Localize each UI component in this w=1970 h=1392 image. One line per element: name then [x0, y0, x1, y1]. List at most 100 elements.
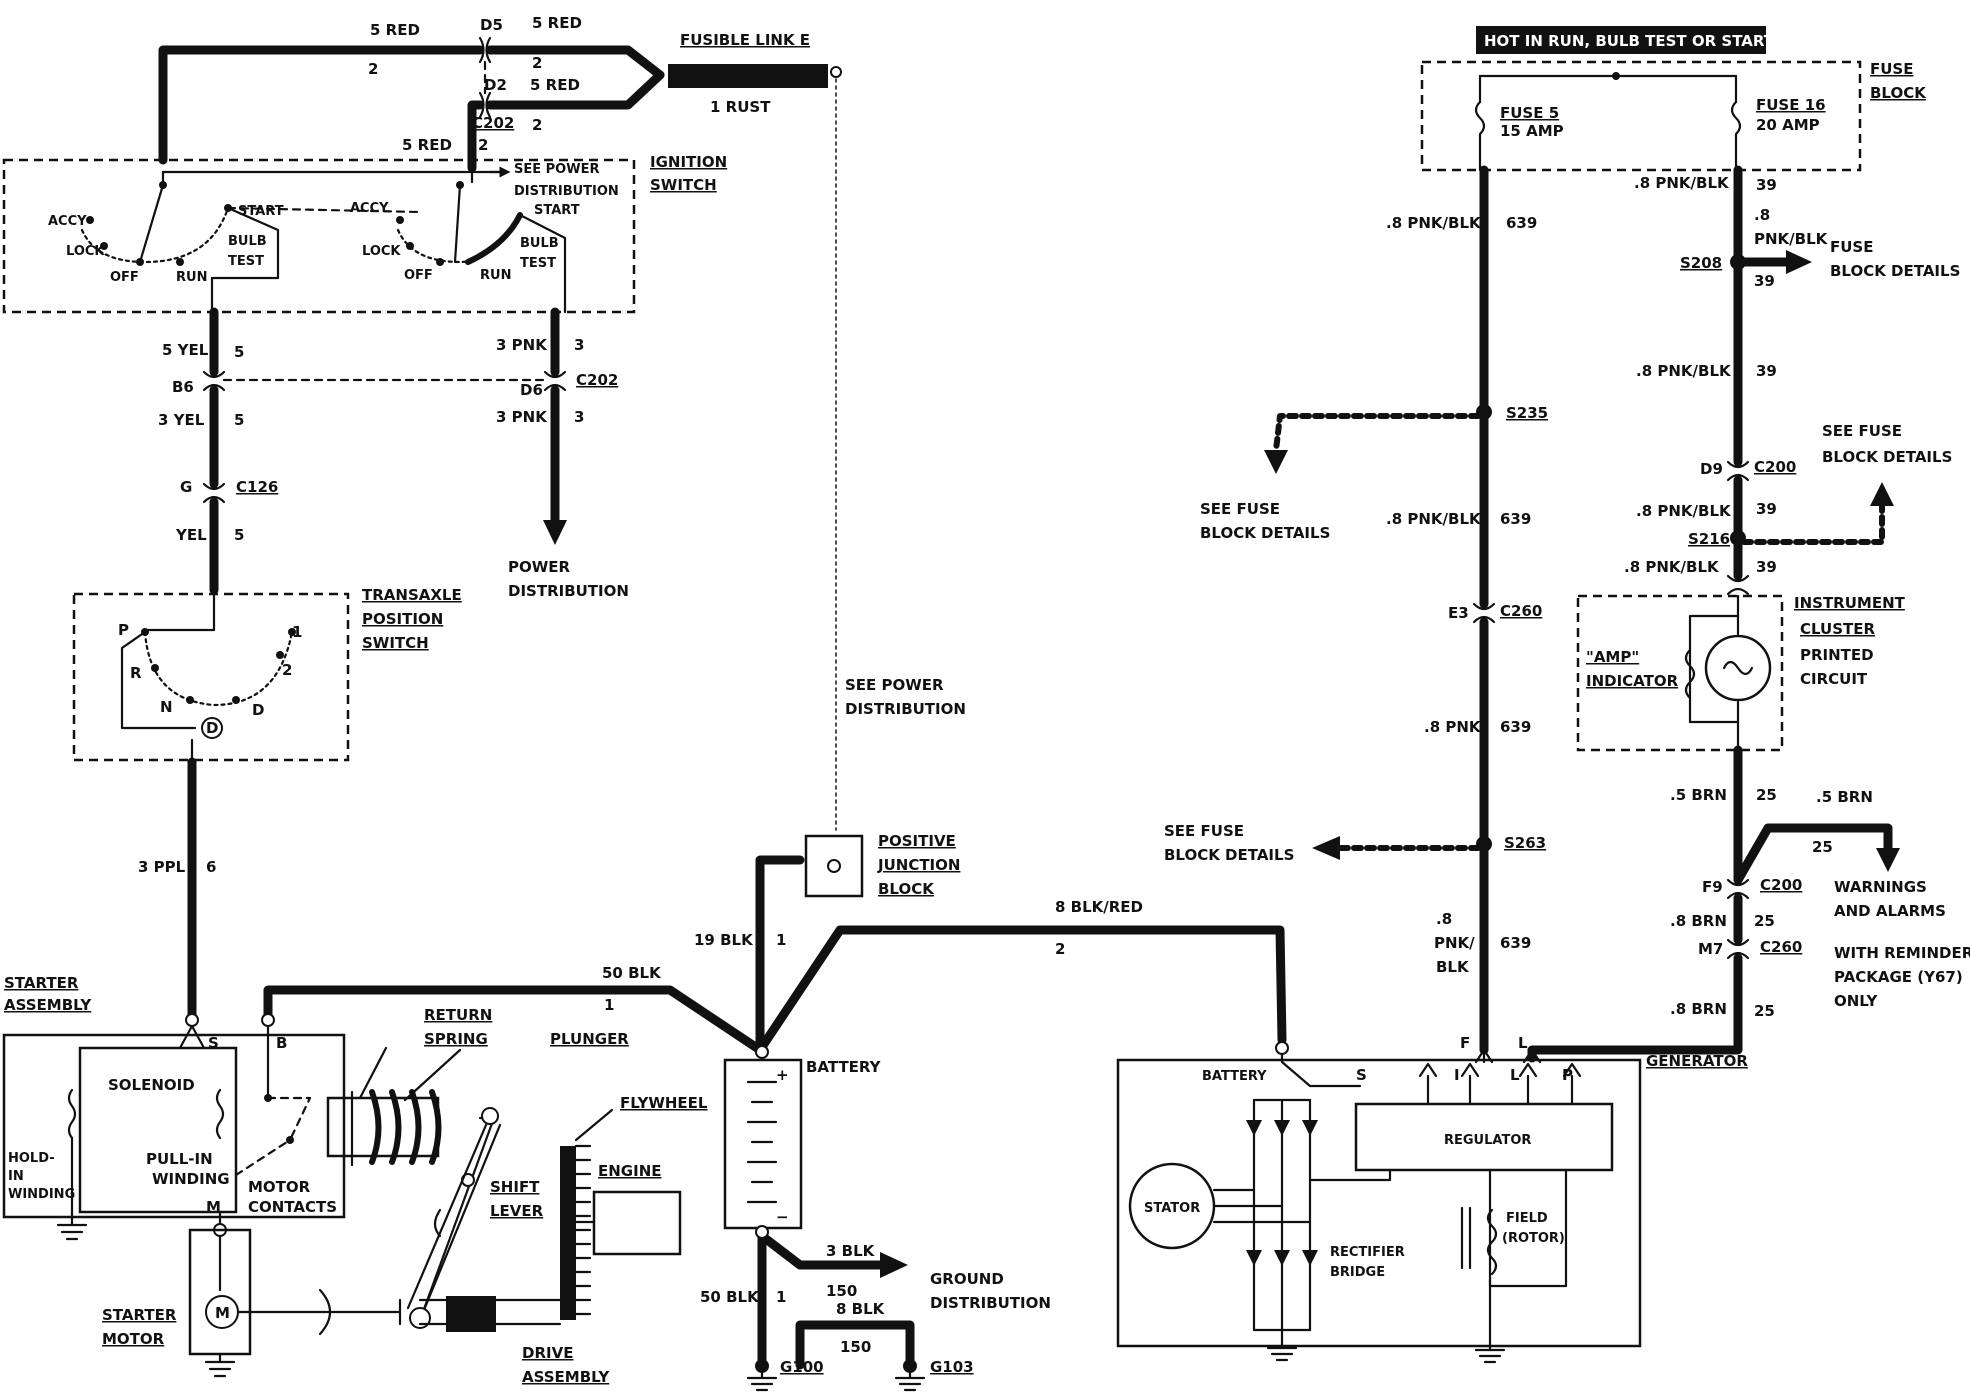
connector-label: F9: [1702, 878, 1723, 896]
gen-terminal: L: [1510, 1066, 1520, 1084]
wire-label: 25: [1812, 838, 1833, 856]
wire-label: .8 BRN: [1670, 1000, 1727, 1018]
wire-label: 5: [234, 343, 244, 361]
see-fuse-block-label: BLOCK DETAILS: [1200, 524, 1330, 542]
switch-position: BULB: [228, 234, 267, 249]
wire-label: 2: [532, 116, 542, 134]
wire-label: 2: [368, 60, 378, 78]
amp-indicator-label: "AMP": [1586, 648, 1639, 666]
switch-position: OFF: [404, 268, 433, 283]
wire-label: .8 PNK: [1424, 718, 1482, 736]
motor-contacts-label: CONTACTS: [248, 1198, 337, 1216]
starter-motor-label: STARTER: [102, 1306, 177, 1324]
wire-label: 150: [840, 1338, 871, 1356]
shift-lever-label: SHIFT: [490, 1178, 540, 1196]
junction-block-label: POSITIVE: [878, 832, 956, 850]
switch-position: START: [238, 204, 284, 219]
ignition-switch-label: SWITCH: [650, 176, 717, 194]
wire-label: 1: [776, 1288, 786, 1306]
wire-label: 5 RED: [530, 76, 580, 94]
terminal-label: −: [776, 1208, 789, 1226]
wire-label: 5 RED: [370, 21, 420, 39]
see-power-distribution-label: SEE POWER: [514, 162, 599, 177]
splice-label: S263: [1504, 834, 1546, 852]
fuse-block-label: FUSE: [1870, 60, 1913, 78]
wire-label: .8 PNK/BLK: [1624, 558, 1720, 576]
splice-label: S208: [1680, 254, 1722, 272]
warnings-label: PACKAGE (Y67): [1834, 968, 1963, 986]
starter-assembly-label: ASSEMBLY: [4, 996, 92, 1014]
transaxle-switch-label: TRANSAXLE: [362, 586, 462, 604]
wire-label: 5: [234, 411, 244, 429]
instrument-cluster-label: PRINTED: [1800, 646, 1874, 664]
terminal-label: B: [276, 1034, 287, 1052]
shift-lever-label: LEVER: [490, 1202, 544, 1220]
circuit-639: [1264, 165, 1496, 1064]
stator-label: STATOR: [1144, 1201, 1200, 1216]
connector-label: C200: [1760, 876, 1802, 894]
wire-label: 39: [1756, 362, 1777, 380]
switch-position: TEST: [228, 254, 264, 269]
junction-block-label: BLOCK: [878, 880, 935, 898]
wire-label: 3: [574, 408, 584, 426]
switch-position: P: [118, 621, 129, 639]
ground-distribution-label: DISTRIBUTION: [930, 1294, 1051, 1312]
banner: HOT IN RUN, BULB TEST OR START: [1476, 26, 1775, 54]
terminal-label: S: [208, 1034, 219, 1052]
switch-position: RUN: [480, 268, 511, 283]
instrument-cluster-label: INSTRUMENT: [1794, 594, 1906, 612]
rectifier-bridge-label: BRIDGE: [1330, 1265, 1385, 1280]
connector-label: M7: [1698, 940, 1723, 958]
wire-label: 639: [1500, 934, 1531, 952]
see-fuse-block-label: SEE FUSE: [1164, 822, 1244, 840]
wire-label: 6: [206, 858, 216, 876]
connector-label: E3: [1448, 604, 1469, 622]
circuit-39: [1726, 165, 1894, 596]
connector-label: C126: [236, 478, 278, 496]
return-spring-label: RETURN: [424, 1006, 492, 1024]
power-distribution-label: DISTRIBUTION: [508, 582, 629, 600]
wire-label: 639: [1500, 510, 1531, 528]
rectifier-bridge-label: RECTIFIER: [1330, 1245, 1405, 1260]
wire-label: 2: [1055, 940, 1065, 958]
connector-label: C200: [1754, 458, 1796, 476]
junction-block-label: JUNCTION: [877, 856, 960, 874]
wire-label: 3 YEL: [158, 411, 205, 429]
wire-label: 50 BLK: [602, 964, 662, 982]
wire-label: 1: [776, 931, 786, 949]
wire-label: 25: [1754, 912, 1775, 930]
hold-in-winding-label: IN: [8, 1169, 24, 1184]
wire-label: 5 RED: [402, 136, 452, 154]
starter-wires: [187, 757, 1287, 1055]
wire-label: .8 PNK/BLK: [1636, 362, 1732, 380]
see-fuse-block-label: BLOCK DETAILS: [1164, 846, 1294, 864]
warnings-label: WARNINGS: [1834, 878, 1927, 896]
battery-label: BATTERY: [806, 1058, 882, 1076]
switch-position: N: [160, 698, 173, 716]
connector-label: C260: [1500, 602, 1542, 620]
terminal-label: M: [206, 1198, 221, 1216]
wire-label: 2: [478, 136, 488, 154]
motor-contacts-label: MOTOR: [248, 1178, 311, 1196]
wire-label: 8 BLK/RED: [1055, 898, 1143, 916]
wire-label: PNK/: [1434, 934, 1475, 952]
fuse-16-label: 20 AMP: [1756, 116, 1820, 134]
ignition-switch: [2, 158, 636, 314]
gen-terminal: S: [1356, 1066, 1367, 1084]
wire-label: .8 PNK/BLK: [1386, 510, 1482, 528]
wire-label: .5 BRN: [1670, 786, 1727, 804]
circuit-25: [1522, 745, 1900, 1064]
starter-motor: M: [188, 1228, 562, 1378]
starter-assembly-label: STARTER: [4, 974, 79, 992]
terminal-label: L: [1518, 1034, 1528, 1052]
connector-label: G: [180, 478, 192, 496]
switch-position: D: [206, 719, 218, 737]
wire-label: .8 PNK/BLK: [1634, 174, 1730, 192]
wire-label: 1 RUST: [710, 98, 771, 116]
red-feed-wires: [158, 36, 837, 831]
hold-in-winding-label: WINDING: [8, 1187, 75, 1202]
instrument-cluster: [1576, 594, 1784, 752]
terminal-label: +: [776, 1066, 789, 1084]
wire-label: 3 PPL: [138, 858, 186, 876]
